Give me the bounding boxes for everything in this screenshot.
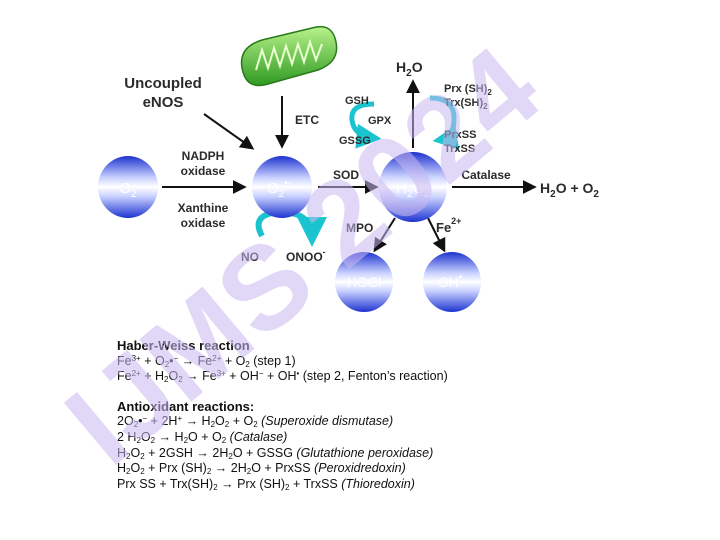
node-superoxide: O2•-	[252, 156, 312, 218]
reaction-catalase: 2 H2O2 → H2O + O2 (Catalase)	[117, 429, 288, 445]
label-trx-sh-sub: 2	[483, 102, 488, 111]
label-gssg: GSSG	[339, 135, 371, 147]
label-fe: Fe	[436, 220, 451, 235]
node-h2o2-b: O	[413, 180, 425, 197]
reaction-sod: 2O2•− + 2H+ → H2O2 + O2 (Superoxide dism…	[117, 414, 394, 430]
svg-text:H2O: H2O	[396, 59, 423, 79]
label-trx-sh: Trx(SH)	[444, 97, 483, 109]
label-product-sub2: 2	[593, 189, 599, 200]
node-o2-label: O	[119, 180, 131, 197]
node-h2o2-a: H	[396, 180, 407, 197]
svg-text:ONOO-: ONOO-	[286, 247, 326, 264]
node-o2-sub: 2	[131, 189, 137, 200]
svg-text:Trx(SH)2: Trx(SH)2	[444, 97, 488, 111]
label-onoo: ONOO	[286, 250, 323, 264]
label-nadph: NADPH	[182, 149, 225, 163]
node-h2o2-sub1: 2	[407, 189, 413, 200]
svg-text:Fe2+: Fe2+	[436, 216, 461, 235]
haber-weiss-step2: Fe2+ + H2O2 → Fe3+ + OH− + OH• (step 2, …	[117, 369, 448, 385]
label-fe-sup: 2+	[451, 216, 461, 226]
label-prxss: PrxSS	[444, 129, 476, 141]
reaction-gpx: H2O2 + 2GSH → 2H2O + GSSG (Glutathione p…	[117, 445, 434, 461]
label-gpx: GPX	[368, 115, 392, 127]
label-etc: ETC	[295, 113, 319, 127]
label-no: NO	[241, 250, 259, 264]
haber-weiss-step1: Fe3+ + O2•− → Fe2+ + O2 (step 1)	[117, 353, 296, 369]
label-product-b: O + O	[556, 180, 594, 196]
label-product-sub1: 2	[550, 189, 556, 200]
label-enos: eNOS	[143, 94, 184, 111]
svg-text:OH•: OH•	[438, 272, 463, 290]
label-sod: SOD	[333, 168, 359, 182]
svg-text:H2O + O2: H2O + O2	[540, 180, 599, 200]
svg-text:Prx (SH)2: Prx (SH)2	[444, 83, 492, 97]
label-trxss: TrxSS	[444, 143, 475, 155]
arrow-enos-to-superoxide	[203, 113, 255, 150]
label-nadph-oxidase: oxidase	[181, 164, 226, 178]
svg-text:O2•-: O2•-	[267, 178, 291, 200]
node-hocl-label: HOCl	[347, 274, 381, 290]
label-product-a: H	[540, 180, 550, 196]
arrow-h2o2-to-hocl	[373, 217, 396, 253]
node-hydroxyl: OH•	[423, 252, 481, 312]
arrow-h2o2-to-hydroxyl	[427, 217, 446, 253]
node-superoxide-sub: 2	[279, 189, 285, 200]
svg-text:O2: O2	[119, 180, 137, 200]
label-xanthine-oxidase: oxidase	[181, 216, 226, 230]
node-hydroxyl-sup: •	[459, 272, 463, 283]
label-prx-sh: Prx (SH)	[444, 83, 488, 95]
haber-weiss-title: Haber-Weiss reaction	[117, 338, 250, 353]
node-h2o2-sub2: 2	[424, 189, 430, 200]
reaction-prx: H2O2 + Prx (SH)2 → 2H2O + PrxSS (Peroxid…	[117, 461, 406, 477]
node-hydroxyl-label: OH	[438, 274, 459, 290]
label-prx-sh-sub: 2	[487, 88, 492, 97]
node-superoxide-label: O	[267, 180, 279, 197]
label-uncoupled: Uncoupled	[124, 75, 202, 92]
gpx-cycle-arrow	[349, 101, 382, 149]
label-gsh: GSH	[345, 95, 369, 107]
node-hocl: HOCl	[335, 252, 393, 312]
label-catalase: Catalase	[461, 168, 511, 182]
mitochondrion-icon	[240, 25, 338, 87]
prx-cycle-arrow	[429, 95, 460, 150]
label-mpo: MPO	[346, 221, 373, 235]
reaction-trx: Prx SS + Trx(SH)2 → Prx (SH)2 + TrxSS (T…	[117, 476, 415, 492]
reaction-list: Haber-Weiss reaction Fe3+ + O2•− → Fe2+ …	[117, 338, 557, 492]
svg-text:H2O2: H2O2	[396, 180, 430, 200]
label-water-b: O	[412, 59, 423, 75]
label-water-a: H	[396, 59, 406, 75]
label-xanthine: Xanthine	[178, 201, 229, 215]
node-superoxide-sup: •-	[284, 178, 291, 189]
label-water-sub: 2	[406, 68, 412, 79]
node-h2o2: H2O2	[379, 152, 447, 222]
node-o2: O2	[98, 156, 158, 218]
label-onoo-sup: -	[323, 247, 326, 257]
antioxidant-title: Antioxidant reactions:	[117, 398, 255, 414]
